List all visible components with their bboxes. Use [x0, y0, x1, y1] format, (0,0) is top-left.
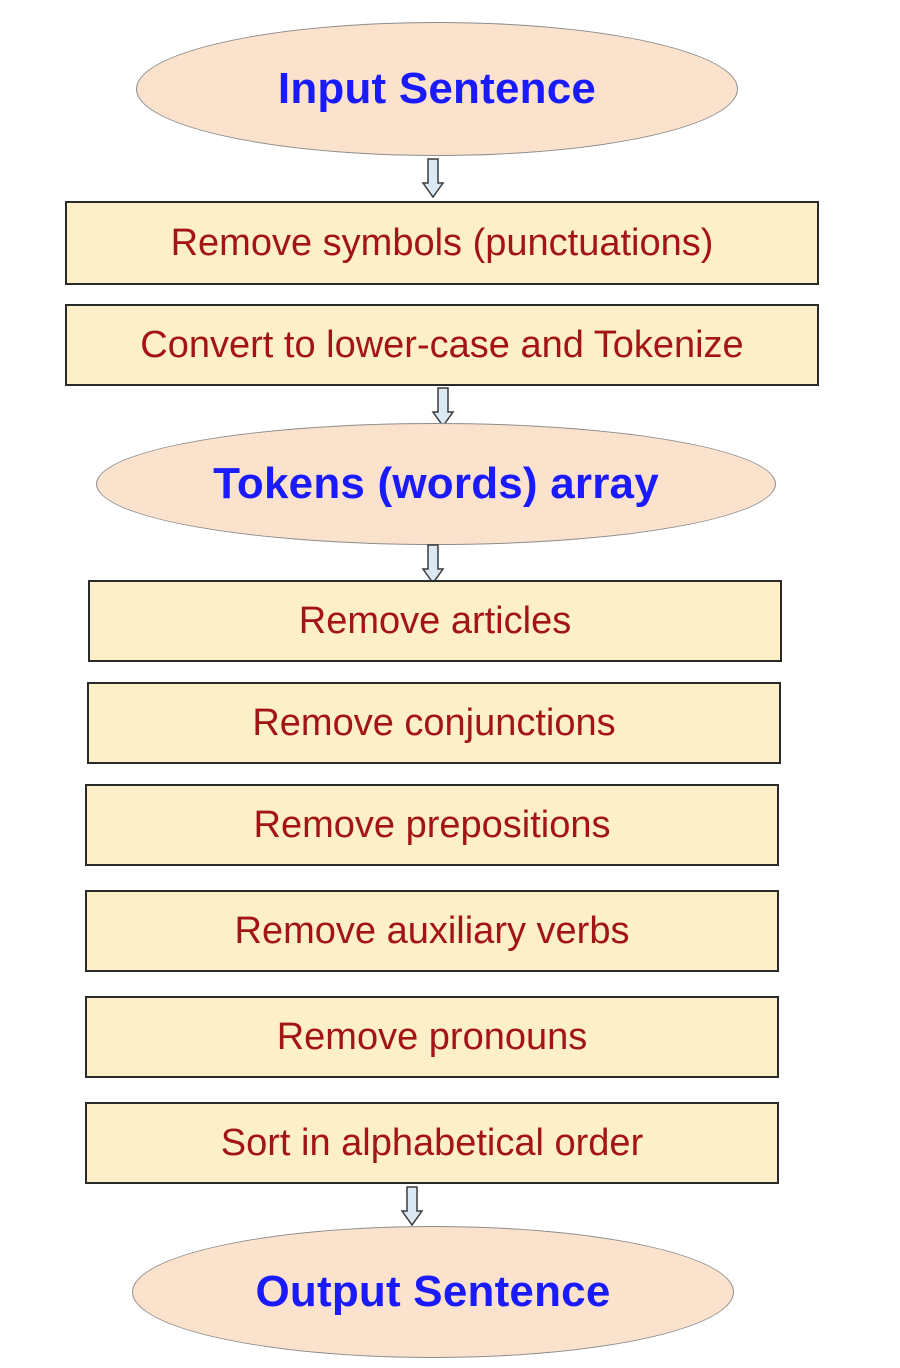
remove-symbols-label: Remove symbols (punctuations): [170, 221, 714, 264]
remove-pronouns-step: Remove pronouns: [85, 996, 779, 1078]
sort-alphabetical-step: Sort in alphabetical order: [85, 1102, 779, 1184]
input-sentence-node: Input Sentence: [136, 22, 738, 156]
lowercase-tokenize-step: Convert to lower-case and Tokenize: [65, 304, 819, 386]
output-sentence-node: Output Sentence: [132, 1226, 734, 1358]
down-arrow-icon: [421, 158, 445, 198]
remove-articles-step: Remove articles: [88, 580, 782, 662]
remove-prepositions-label: Remove prepositions: [253, 803, 611, 846]
tokens-array-label: Tokens (words) array: [213, 459, 659, 508]
down-arrow-icon: [400, 1186, 424, 1226]
remove-pronouns-label: Remove pronouns: [276, 1015, 588, 1058]
remove-conjunctions-step: Remove conjunctions: [87, 682, 781, 764]
lowercase-tokenize-label: Convert to lower-case and Tokenize: [140, 323, 744, 366]
remove-auxiliary-verbs-label: Remove auxiliary verbs: [234, 909, 630, 952]
down-arrow-icon: [431, 387, 455, 427]
output-sentence-label: Output Sentence: [255, 1267, 611, 1316]
input-sentence-label: Input Sentence: [277, 64, 597, 113]
remove-prepositions-step: Remove prepositions: [85, 784, 779, 866]
down-arrow-icon: [421, 544, 445, 584]
remove-auxiliary-verbs-step: Remove auxiliary verbs: [85, 890, 779, 972]
remove-articles-label: Remove articles: [298, 599, 572, 642]
sort-alphabetical-label: Sort in alphabetical order: [220, 1121, 644, 1164]
remove-conjunctions-label: Remove conjunctions: [252, 701, 616, 744]
remove-symbols-step: Remove symbols (punctuations): [65, 201, 819, 285]
tokens-array-node: Tokens (words) array: [96, 423, 776, 545]
